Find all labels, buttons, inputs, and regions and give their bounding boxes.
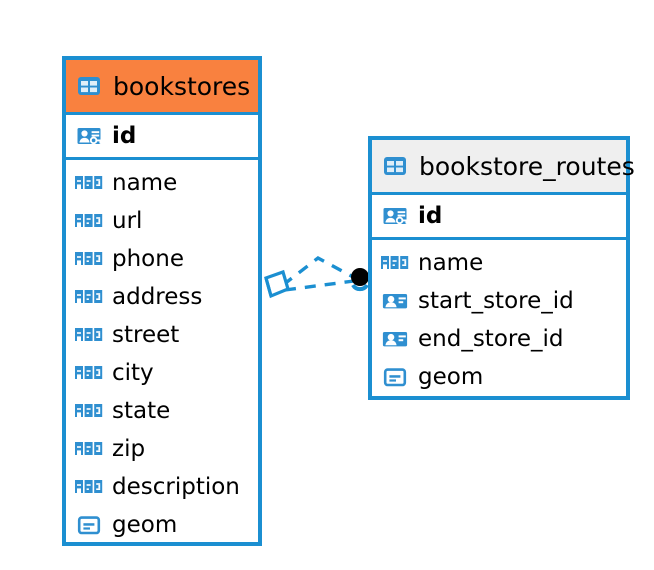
table-icon (381, 152, 409, 180)
field-row-phone[interactable]: phone (66, 240, 258, 278)
field-list-bookstore-routes: name start_store_id (372, 240, 626, 400)
field-row-city[interactable]: city (66, 354, 258, 392)
field-row-start-store-id[interactable]: start_store_id (372, 282, 626, 320)
text-abc-icon (75, 212, 103, 231)
entity-header-bookstores[interactable]: bookstores (66, 60, 258, 112)
field-label: id (112, 122, 137, 149)
target-circle-marker (351, 268, 369, 286)
entity-header-bookstore-routes[interactable]: bookstore_routes (372, 140, 635, 192)
field-label: phone (112, 245, 184, 272)
foreign-key-icon (381, 287, 409, 315)
table-icon (75, 72, 103, 100)
field-label: geom (418, 363, 484, 390)
primary-key-icon (75, 122, 103, 150)
field-label: geom (112, 511, 178, 538)
source-diamond-edge (264, 277, 273, 297)
field-label: city (112, 359, 154, 386)
field-label: zip (112, 435, 146, 462)
entity-title: bookstores (113, 71, 251, 101)
field-row-primary-key[interactable]: id (66, 112, 258, 160)
field-label: start_store_id (418, 287, 574, 314)
field-row-geom[interactable]: geom (372, 358, 626, 396)
field-label: url (112, 207, 143, 234)
entity-title: bookstore_routes (419, 151, 635, 181)
text-abc-icon (75, 250, 103, 269)
field-label: address (112, 283, 203, 310)
field-label: id (418, 202, 443, 229)
text-abc-icon (75, 326, 103, 345)
field-label: name (418, 249, 484, 276)
entity-bookstore-routes[interactable]: bookstore_routes id (368, 136, 635, 400)
field-label: end_store_id (418, 325, 564, 352)
field-row-name[interactable]: name (372, 244, 626, 282)
field-row-name[interactable]: name (66, 164, 258, 202)
field-row-end-store-id[interactable]: end_store_id (372, 320, 626, 358)
entity-bookstores[interactable]: bookstores id (62, 56, 262, 546)
field-row-state[interactable]: state (66, 392, 258, 430)
relationship-line-lower (284, 279, 355, 292)
field-row-zip[interactable]: zip (66, 430, 258, 468)
text-abc-icon (75, 402, 103, 421)
field-label: state (112, 397, 171, 424)
field-label: street (112, 321, 180, 348)
primary-key-icon (381, 202, 409, 230)
source-diamond-marker (264, 269, 290, 299)
text-abc-icon (75, 364, 103, 383)
text-abc-icon (75, 174, 103, 193)
field-label: description (112, 473, 240, 500)
text-abc-icon (75, 478, 103, 497)
text-abc-icon (381, 254, 409, 273)
geometry-icon (75, 511, 103, 539)
text-abc-icon (75, 288, 103, 307)
field-list-bookstores: name (66, 160, 258, 548)
field-label: name (112, 169, 178, 196)
field-row-address[interactable]: address (66, 278, 258, 316)
field-row-description[interactable]: description (66, 468, 258, 506)
text-abc-icon (75, 440, 103, 459)
field-row-geom[interactable]: geom (66, 506, 258, 544)
geometry-icon (381, 363, 409, 391)
relationship-line-upper (281, 255, 356, 287)
target-arc (351, 283, 369, 292)
field-row-primary-key[interactable]: id (372, 192, 626, 240)
foreign-key-icon (381, 325, 409, 353)
field-row-url[interactable]: url (66, 202, 258, 240)
field-row-street[interactable]: street (66, 316, 258, 354)
